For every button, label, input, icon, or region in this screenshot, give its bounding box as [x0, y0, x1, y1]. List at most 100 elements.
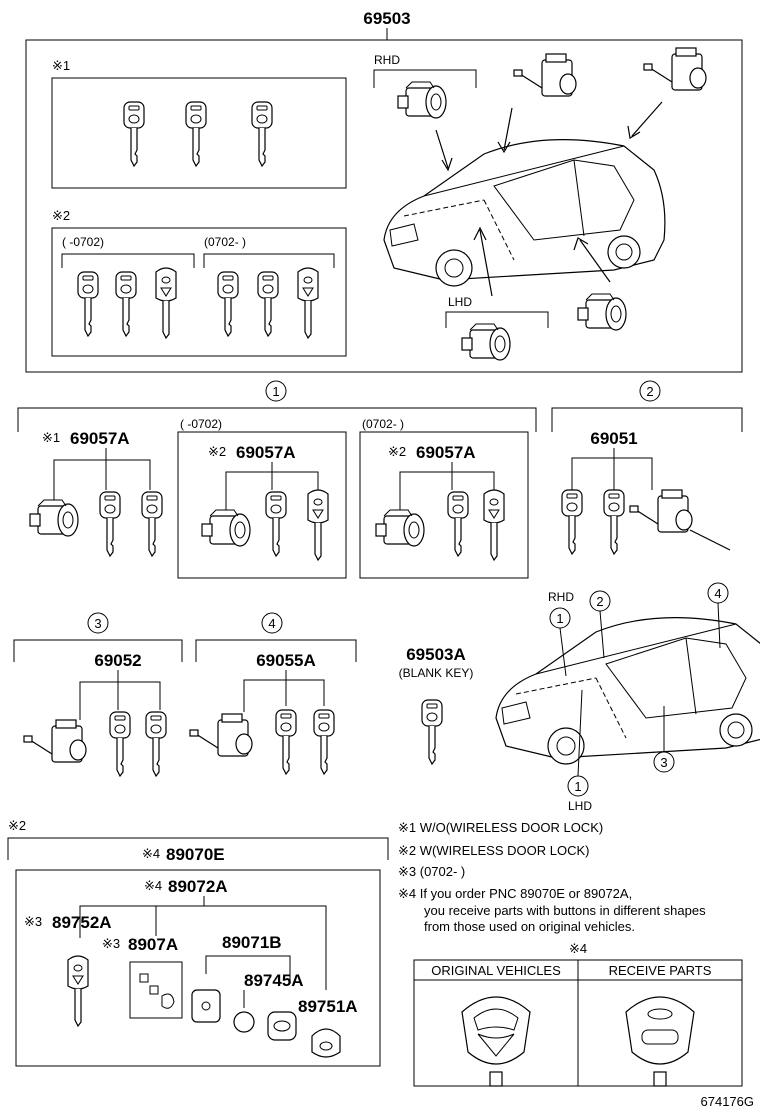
key-icon — [313, 709, 335, 775]
remote-key-icon — [483, 489, 505, 561]
key-icon — [251, 101, 273, 167]
remote-key-icon — [307, 489, 329, 561]
key-icon — [115, 271, 137, 337]
door-lock-cylinder-icon — [201, 509, 251, 547]
rhd-label: RHD — [374, 53, 400, 67]
key-icon — [109, 711, 131, 777]
range-before-0702: ( -0702) — [62, 235, 104, 249]
part-number-89072a: 89072A — [168, 877, 228, 896]
door-lock-cylinder-icon — [577, 293, 627, 331]
part-number-89070e: 89070E — [166, 845, 225, 864]
door-lock-cylinder-icon — [397, 81, 447, 119]
compare-mark: ※4 — [569, 941, 587, 956]
note1-mark: ※1 — [52, 58, 70, 73]
key-icon — [145, 711, 167, 777]
part-number-89071b: 89071B — [222, 933, 282, 952]
p89070-prefix: ※4 — [142, 846, 160, 861]
vehicle-locator-icon — [495, 616, 760, 765]
door-lock-cylinder-icon — [29, 499, 79, 537]
locator-mark-2: 2 — [596, 594, 603, 609]
set1c-box — [359, 431, 529, 579]
key-icon — [257, 271, 279, 337]
transponder-chip-box — [129, 961, 183, 1019]
part-number-69055a: 69055A — [256, 651, 316, 670]
ignition-switch-icon — [189, 713, 253, 757]
p89752-prefix: ※3 — [24, 914, 42, 929]
circuit-board-icon — [191, 989, 221, 1023]
part-number-69051: 69051 — [590, 429, 637, 448]
col-receive-parts: RECEIVE PARTS — [609, 963, 712, 978]
p8907-prefix: ※3 — [102, 936, 120, 951]
ignition-switch-icon — [629, 489, 693, 533]
key-icon — [561, 489, 583, 555]
remote-key-icon — [155, 267, 177, 339]
part-number-69052: 69052 — [94, 651, 141, 670]
note-4-line-2: you receive parts with buttons in differ… — [424, 903, 706, 918]
locator-mark-3: 3 — [660, 755, 667, 770]
p89072-prefix: ※4 — [144, 878, 162, 893]
note1-key-box — [51, 77, 347, 189]
button-pad-icon — [267, 1011, 297, 1041]
remote-section-mark: ※2 — [8, 818, 26, 833]
part-number-69503: 69503 — [363, 9, 410, 28]
set1b-box — [177, 431, 347, 579]
s1b-range: ( -0702) — [180, 417, 222, 431]
part-number-89751a: 89751A — [298, 997, 358, 1016]
key-icon — [603, 489, 625, 555]
part-number-69057a: 69057A — [416, 443, 476, 462]
locator-mark-1: 1 — [556, 611, 563, 626]
key-icon — [141, 491, 163, 557]
ignition-switch-icon — [643, 47, 707, 91]
note-1: ※1 W/O(WIRELESS DOOR LOCK) — [398, 820, 603, 835]
pointer-arrows — [435, 101, 663, 297]
s1c-range: (0702- ) — [362, 417, 404, 431]
note-4-line-3: from those used on original vehicles. — [424, 919, 635, 934]
remote-key-icon — [67, 955, 89, 1027]
door-lock-cylinder-icon — [375, 509, 425, 547]
key-icon — [77, 271, 99, 337]
ignition-switch-icon — [23, 719, 87, 763]
set2-mark: 2 — [646, 384, 653, 399]
locator-mark-1-lhd: 1 — [574, 779, 581, 794]
set4-mark: 4 — [268, 616, 275, 631]
key-icon — [99, 491, 121, 557]
part-number-89745a: 89745A — [244, 971, 304, 990]
set3-mark: 3 — [94, 616, 101, 631]
part-number-8907a: 8907A — [128, 935, 178, 954]
key-icon — [265, 491, 287, 557]
s1a-prefix: ※1 — [42, 430, 60, 445]
col-original-vehicles: ORIGINAL VEHICLES — [431, 963, 561, 978]
battery-icon — [233, 1011, 255, 1033]
s1c-prefix: ※2 — [388, 444, 406, 459]
figure-code: 674176G — [701, 1094, 755, 1109]
note-2: ※2 W(WIRELESS DOOR LOCK) — [398, 843, 589, 858]
note-4-line-1: ※4 If you order PNC 89070E or 89072A, — [398, 886, 632, 901]
key-icon — [217, 271, 239, 337]
set1-mark: 1 — [272, 384, 279, 399]
part-number-89752a: 89752A — [52, 913, 112, 932]
locator-mark-4: 4 — [714, 586, 721, 601]
key-icon — [185, 101, 207, 167]
original-fob-icon — [461, 996, 531, 1087]
car-lhd-label: LHD — [568, 799, 592, 813]
key-case-icon — [311, 1028, 341, 1058]
car-rhd-label: RHD — [548, 590, 574, 604]
lhd-label: LHD — [448, 295, 472, 309]
key-icon — [123, 101, 145, 167]
vehicle-icon — [383, 139, 666, 287]
part-number-69503a: 69503A — [406, 645, 466, 664]
note-3: ※3 (0702- ) — [398, 864, 465, 879]
note2-key-box — [51, 227, 347, 357]
assembly-frame — [25, 39, 743, 373]
s1b-prefix: ※2 — [208, 444, 226, 459]
blank-key-label: (BLANK KEY) — [399, 666, 474, 680]
key-icon — [275, 709, 297, 775]
remote-kit-box — [15, 869, 381, 1067]
door-lock-cylinder-icon — [461, 323, 511, 361]
ignition-switch-icon — [513, 53, 577, 97]
receive-fob-icon — [625, 996, 695, 1087]
range-after-0702: (0702- ) — [204, 235, 246, 249]
part-number-69057a: 69057A — [70, 429, 130, 448]
note2-mark: ※2 — [52, 208, 70, 223]
